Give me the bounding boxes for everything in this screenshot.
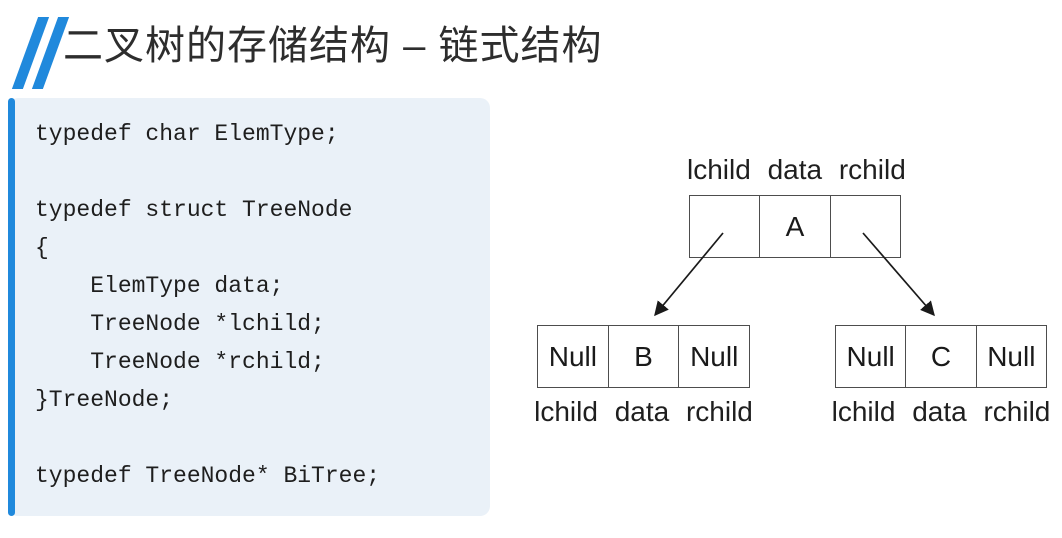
root-node-field-label: lchild data rchild bbox=[687, 154, 906, 185]
root-data-cell: A bbox=[759, 196, 829, 257]
root-lchild-cell bbox=[690, 196, 759, 257]
left-child-lchild-cell: Null bbox=[548, 340, 597, 372]
right-child-lchild-cell: Null bbox=[846, 340, 895, 372]
double-slash-icon bbox=[11, 16, 70, 90]
left-child-node-box: Null B Null bbox=[537, 325, 750, 388]
left-child-data-cell: B bbox=[607, 326, 679, 387]
left-child-rchild-cell: Null bbox=[678, 326, 749, 387]
root-node-box: A bbox=[689, 195, 901, 258]
right-child-rchild-cell: Null bbox=[975, 326, 1046, 387]
right-child-data-cell: C bbox=[905, 326, 975, 387]
right-child-node-box: Null C Null bbox=[835, 325, 1047, 388]
right-child-field-label: lchild data rchild bbox=[831, 396, 1051, 427]
code-block: typedef char ElemType; typedef struct Tr… bbox=[35, 121, 381, 489]
root-rchild-cell bbox=[829, 196, 900, 257]
page-title: 二叉树的存储结构 – 链式结构 bbox=[63, 24, 603, 68]
code-accent-bar bbox=[8, 98, 15, 516]
code-panel: typedef char ElemType; typedef struct Tr… bbox=[8, 98, 490, 516]
left-child-field-label: lchild data rchild bbox=[534, 396, 753, 427]
